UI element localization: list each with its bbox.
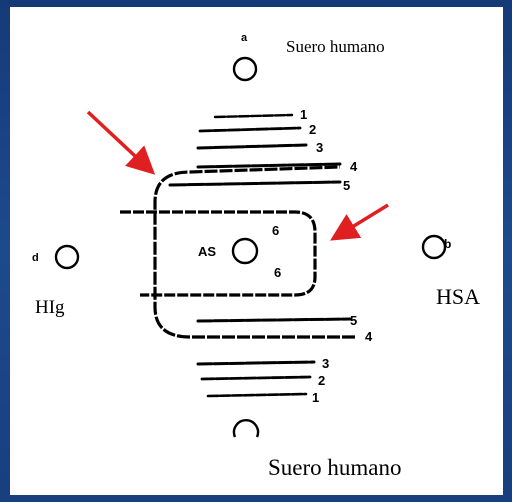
inner-precipitin-loop [120, 212, 315, 295]
line-number: 5 [350, 313, 357, 328]
line-number: 1 [300, 107, 307, 122]
line-number: 4 [365, 329, 373, 344]
line-number: 2 [318, 373, 325, 388]
inner-number: 6 [272, 223, 279, 238]
diagram-panel: a b d AS 1 2 3 4 5 6 6 5 4 3 2 1 Suero [10, 7, 503, 495]
well-center [233, 239, 257, 263]
label-bottom-serum: Suero humano [268, 455, 402, 481]
well-top [234, 58, 256, 80]
line-number: 4 [350, 159, 358, 174]
well-a-letter: a [241, 32, 248, 44]
inner-number: 6 [274, 265, 281, 280]
well-right [423, 236, 445, 258]
line-number: 1 [312, 390, 319, 405]
label-hig: HIg [35, 297, 65, 319]
label-hsa: HSA [436, 284, 480, 310]
immunodiffusion-diagram: a b d AS 1 2 3 4 5 6 6 5 4 3 2 1 [10, 7, 503, 495]
well-b-letter: b [444, 237, 451, 251]
arrow-inner-loop [336, 205, 388, 237]
outer-precipitin-loop [155, 167, 355, 337]
line-number: 5 [343, 178, 350, 193]
label-top-serum: Suero humano [286, 37, 385, 57]
line-number: 3 [322, 356, 329, 371]
line-number: 3 [316, 140, 323, 155]
center-label: AS [198, 244, 216, 259]
line-number: 2 [309, 122, 316, 137]
well-d-letter: d [32, 252, 39, 264]
arrow-outer-loop [88, 112, 150, 170]
well-bottom [234, 420, 258, 437]
scan-markings: a b d AS 1 2 3 4 5 6 6 5 4 3 2 1 [32, 32, 451, 405]
well-left [56, 246, 78, 268]
